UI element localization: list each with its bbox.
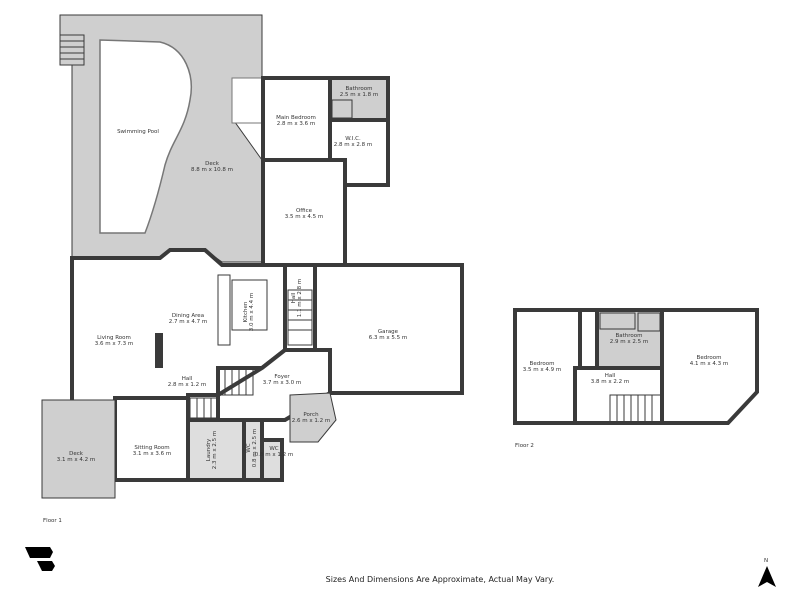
north-label: N xyxy=(764,558,768,564)
garage-room xyxy=(313,263,464,395)
f2-stairs xyxy=(609,394,663,423)
deck-stairs-treads xyxy=(60,40,84,60)
garage-label: Garage xyxy=(378,329,399,335)
f2-bathroom-label: Bathroom xyxy=(615,333,642,339)
main-bedroom-label: Main Bedroom xyxy=(276,115,316,121)
floor2-label: Floor 2 xyxy=(515,443,534,449)
laundry-label: Laundry xyxy=(206,438,212,461)
hall-upper-label: Hall xyxy=(291,292,297,303)
disclaimer: Sizes And Dimensions Are Approximate, Ac… xyxy=(326,575,555,584)
north-arrow-icon xyxy=(758,566,776,587)
bathroom-room xyxy=(328,76,390,122)
wc1-dims: 0.8 m x 2.5 m xyxy=(252,429,258,467)
deck-top-label: Deck xyxy=(205,161,220,167)
wc1-label: WC xyxy=(246,443,252,452)
brand-logo-icon xyxy=(25,547,55,571)
swimming-pool-label: Swimming Pool xyxy=(117,129,159,135)
deck-planter xyxy=(231,77,263,124)
f2-hall-label: Hall xyxy=(605,373,616,379)
fireplace xyxy=(155,333,163,368)
main-bedroom-dims: 2.8 m x 3.6 m xyxy=(277,121,315,127)
f2-bedroom-left-label: Bedroom xyxy=(530,361,555,367)
f2-bedroom-right-dims: 4.1 m x 4.3 m xyxy=(690,361,728,367)
deck-lower-area xyxy=(41,399,116,499)
living-label: Living Room xyxy=(97,335,131,341)
bathroom-dims: 2.5 m x 1.8 m xyxy=(340,92,378,98)
porch-dims: 2.6 m x 1.2 m xyxy=(292,418,330,424)
f2-bathtub xyxy=(599,312,636,330)
f2-bedroom-left-dims: 3.5 m x 4.9 m xyxy=(523,367,561,373)
porch-area xyxy=(289,392,337,443)
foyer-dims: 3.7 m x 3.0 m xyxy=(263,380,301,386)
porch-label: Porch xyxy=(303,412,319,418)
swimming-pool xyxy=(99,39,192,234)
main-stairs xyxy=(189,289,313,419)
floor1-label: Floor 1 xyxy=(43,518,62,524)
foyer-label: Foyer xyxy=(274,374,290,380)
sitting-label: Sitting Room xyxy=(134,445,169,451)
bathroom-label: Bathroom xyxy=(345,86,372,92)
deck-stairs xyxy=(59,34,85,66)
hall-lower-label: Hall xyxy=(182,376,193,382)
sitting-dims: 3.1 m x 3.6 m xyxy=(133,451,171,457)
deck-lower-label: Deck xyxy=(69,451,84,457)
kitchen-label: Kitchen xyxy=(243,301,249,322)
f2-hall-dims: 3.8 m x 2.2 m xyxy=(591,379,629,385)
wic-label: W.I.C. xyxy=(345,136,361,142)
living-dims: 3.6 m x 7.3 m xyxy=(95,341,133,347)
kitchen-dims: 3.0 m x 4.4 m xyxy=(249,293,255,331)
wic-dims: 2.8 m x 2.8 m xyxy=(334,142,372,148)
f2-shower xyxy=(637,312,661,332)
f2-bathroom-room xyxy=(595,308,664,370)
sitting-room xyxy=(113,396,190,482)
dining-dims: 2.7 m x 4.7 m xyxy=(169,319,207,325)
laundry-dims: 2.3 m x 2.5 m xyxy=(212,431,218,469)
shower xyxy=(331,99,353,119)
hall-lower-dims: 2.8 m x 1.2 m xyxy=(168,382,206,388)
deck-top-dims: 8.8 m x 10.8 m xyxy=(191,167,233,173)
wc2-label: WC xyxy=(269,446,278,452)
deck-lower-dims: 3.1 m x 4.2 m xyxy=(57,457,95,463)
office-label: Office xyxy=(296,208,313,214)
hall-upper-dims: 1.1 m x 2.8 m xyxy=(297,279,303,317)
dining-label: Dining Area xyxy=(172,313,204,319)
hall-upper-room xyxy=(283,263,317,352)
garage-dims: 6.3 m x 5.5 m xyxy=(369,335,407,341)
wc2-dims: 0.8 m x 1.2 m xyxy=(255,452,293,458)
kitchen-counter xyxy=(217,274,231,346)
wc2-room xyxy=(260,438,284,482)
office-dims: 3.5 m x 4.5 m xyxy=(285,214,323,220)
laundry-room xyxy=(186,418,246,482)
f2-bathroom-dims: 2.9 m x 2.5 m xyxy=(610,339,648,345)
f2-bedroom-right-label: Bedroom xyxy=(697,355,722,361)
kitchen-island xyxy=(231,279,268,331)
